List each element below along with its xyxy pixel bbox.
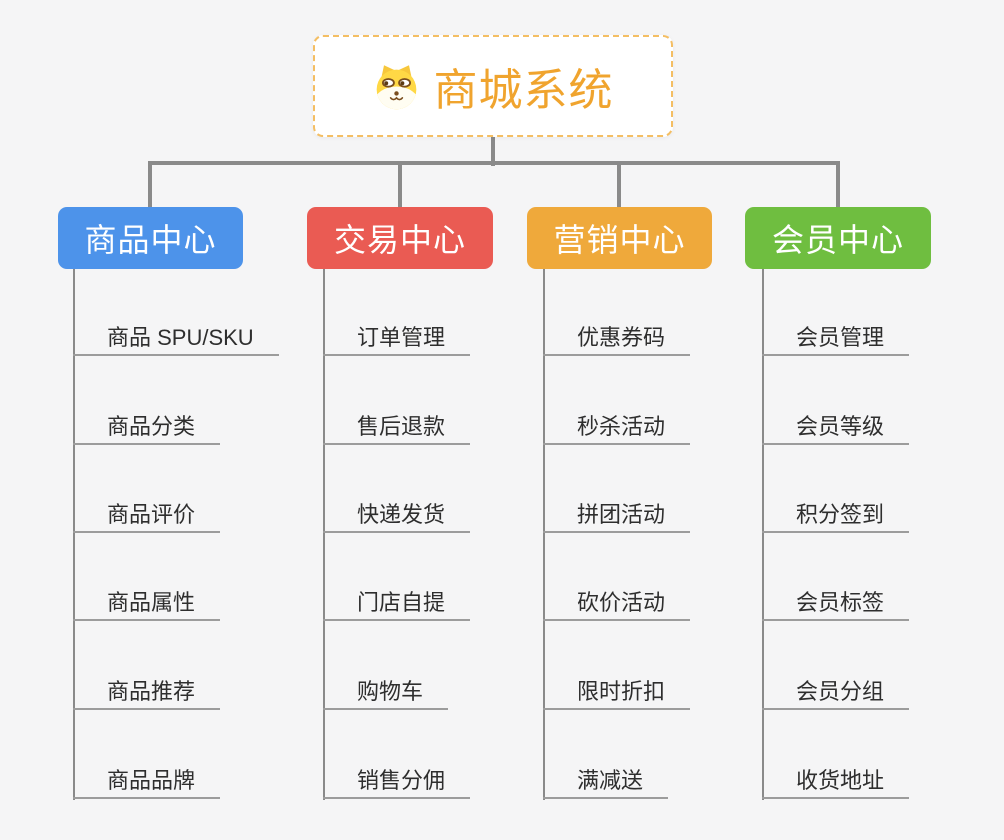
tree-item[interactable]: 商品 SPU/SKU: [73, 322, 279, 356]
tree-item[interactable]: 购物车: [323, 676, 449, 710]
tree-item[interactable]: 门店自提: [323, 587, 471, 621]
tree-item[interactable]: 限时折扣: [543, 676, 691, 710]
tree-item[interactable]: 砍价活动: [543, 587, 691, 621]
branch-spine-line: [73, 269, 75, 800]
tree-item[interactable]: 商品品牌: [73, 765, 221, 799]
branch-header-marketing-center[interactable]: 营销中心: [527, 207, 712, 269]
branch-drop-line: [617, 161, 621, 208]
tree-item[interactable]: 销售分佣: [323, 765, 471, 799]
branch-header-member-center[interactable]: 会员中心: [745, 207, 931, 269]
branch-spine-line: [762, 269, 764, 800]
tree-item[interactable]: 快递发货: [323, 499, 471, 533]
tree-item[interactable]: 商品属性: [73, 587, 221, 621]
branch-connector-bar: [148, 161, 839, 165]
branch-header-product-center[interactable]: 商品中心: [58, 207, 243, 269]
tree-item[interactable]: 商品推荐: [73, 676, 221, 710]
tree-item[interactable]: 会员管理: [762, 322, 910, 356]
tree-item[interactable]: 售后退款: [323, 411, 471, 445]
tree-item[interactable]: 会员等级: [762, 411, 910, 445]
tree-item[interactable]: 积分签到: [762, 499, 910, 533]
root-connector-line: [491, 136, 495, 166]
tree-item[interactable]: 拼团活动: [543, 499, 691, 533]
dog-face-icon: [373, 63, 420, 110]
tree-item[interactable]: 商品评价: [73, 499, 221, 533]
branch-header-trade-center[interactable]: 交易中心: [307, 207, 493, 269]
branch-drop-line: [148, 161, 152, 208]
tree-item[interactable]: 秒杀活动: [543, 411, 691, 445]
root-node[interactable]: 商城系统: [313, 35, 673, 137]
root-title: 商城系统: [433, 66, 614, 115]
tree-item[interactable]: 会员分组: [762, 676, 910, 710]
tree-item[interactable]: 商品分类: [73, 411, 221, 445]
tree-item[interactable]: 订单管理: [323, 322, 471, 356]
branch-spine-line: [323, 269, 325, 800]
branch-drop-line: [398, 161, 402, 208]
tree-item[interactable]: 收货地址: [762, 765, 910, 799]
tree-item[interactable]: 优惠券码: [543, 322, 691, 356]
branch-spine-line: [543, 269, 545, 800]
tree-item[interactable]: 会员标签: [762, 587, 910, 621]
tree-item[interactable]: 满减送: [543, 765, 669, 799]
branch-drop-line: [836, 161, 840, 208]
